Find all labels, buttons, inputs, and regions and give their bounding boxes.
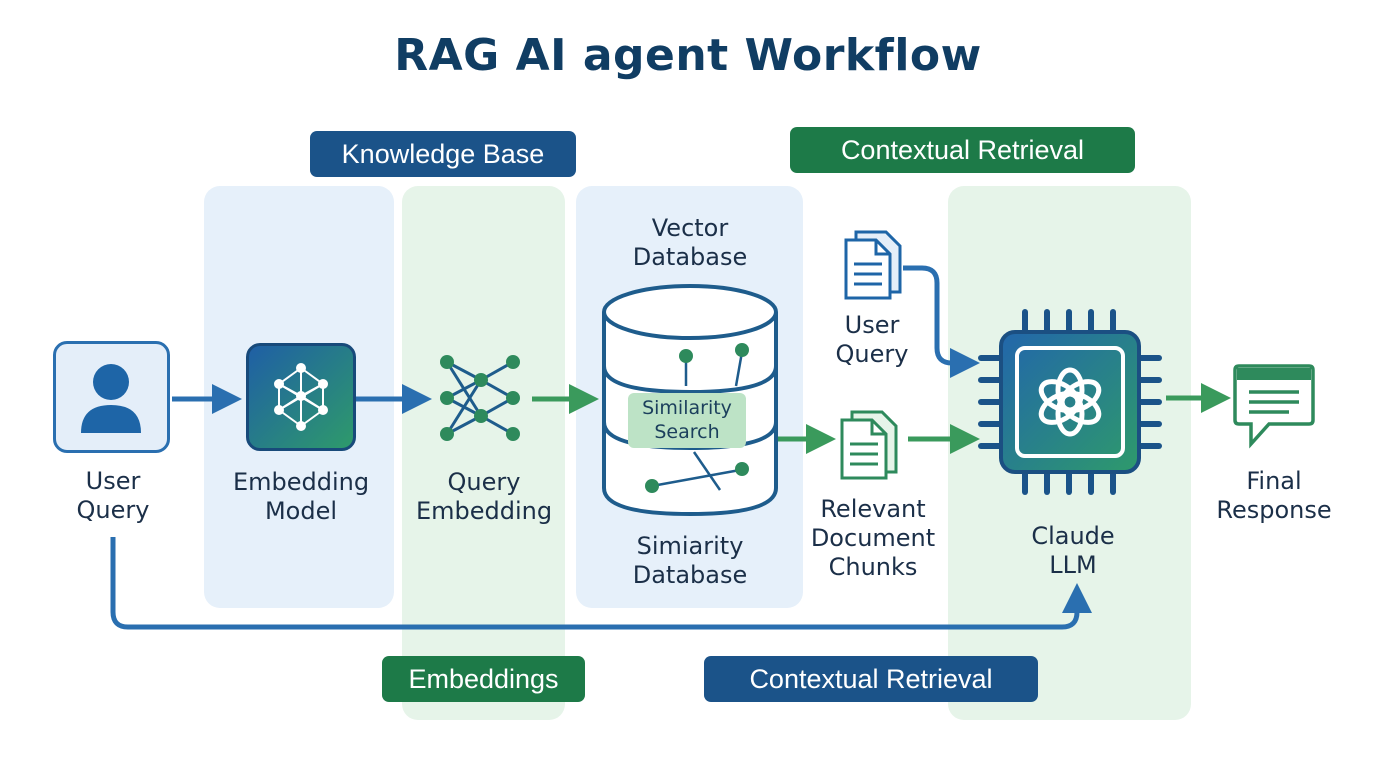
- similarity-search-badge: Similarity Search: [628, 393, 746, 448]
- chat-bubble-icon: [1233, 364, 1315, 449]
- knowledge-base-tag: Knowledge Base: [310, 131, 576, 177]
- final-response-label: Final Response: [1216, 467, 1332, 524]
- neural-network-icon: [274, 363, 328, 431]
- contextual-retrieval-tag-bottom: Contextual Retrieval: [704, 656, 1038, 702]
- query-embedding-label: Query Embedding: [415, 468, 553, 525]
- embedding-model-box: [246, 343, 356, 451]
- user-icon: [81, 364, 141, 433]
- embedding-model-label: Embedding Model: [232, 468, 370, 525]
- arrow-user-to-llm-bypass: [110, 537, 1092, 630]
- claude-llm-label: Claude LLM: [1031, 522, 1115, 579]
- user-query-doc-label: User Query: [835, 311, 909, 368]
- embedding-graph-icon: [440, 355, 520, 441]
- document-icon: [844, 230, 902, 300]
- embeddings-tag: Embeddings: [382, 656, 585, 702]
- user-query-box: [53, 341, 170, 453]
- document-icon: [840, 410, 898, 480]
- page-title: RAG AI agent Workflow: [394, 30, 982, 81]
- similarity-database-label: Simiarity Database: [632, 532, 748, 589]
- embeddings-panel: [402, 186, 565, 720]
- openai-logo-icon: [1038, 367, 1102, 437]
- vector-database-label: Vector Database: [632, 214, 748, 271]
- chip-icon: [978, 309, 1162, 495]
- contextual-retrieval-tag-top: Contextual Retrieval: [790, 127, 1135, 173]
- arrow-query-doc-to-llm: [903, 265, 980, 378]
- user-query-label: User Query: [76, 467, 150, 524]
- relevant-chunks-label: Relevant Document Chunks: [810, 495, 936, 581]
